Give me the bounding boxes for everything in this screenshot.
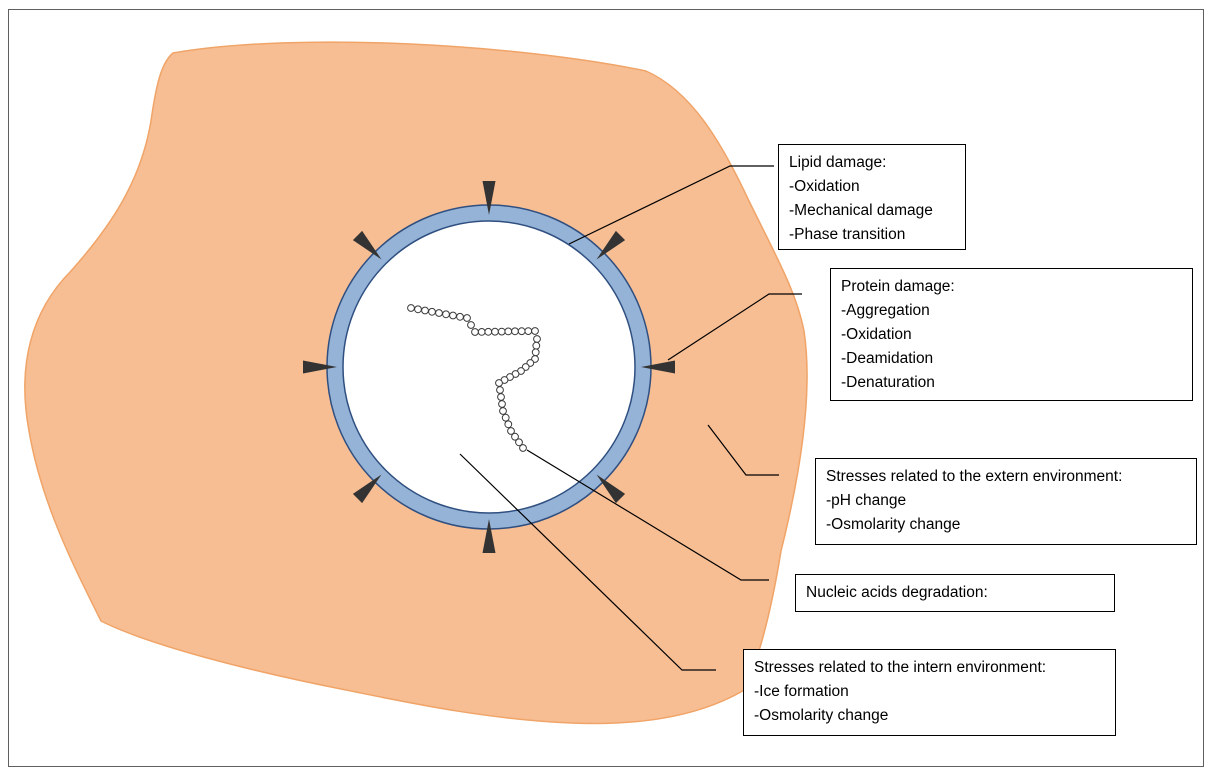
extern-stress-item: -Osmolarity change: [826, 513, 1186, 537]
nucleotide-bead: [464, 315, 471, 322]
nucleic-acid-box: Nucleic acids degradation:: [795, 574, 1115, 612]
nucleotide-bead: [525, 328, 532, 335]
nucleotide-bead: [532, 349, 539, 356]
nucleotide-bead: [497, 387, 504, 394]
nucleotide-bead: [415, 306, 422, 313]
nucleotide-bead: [512, 328, 519, 335]
nucleotide-bead: [496, 380, 503, 387]
nucleotide-bead: [478, 329, 485, 336]
lipid-damage-item: -Mechanical damage: [789, 199, 955, 223]
nucleotide-bead: [450, 312, 457, 319]
nucleotide-bead: [468, 322, 475, 329]
protein-damage-item: -Deamidation: [841, 347, 1182, 371]
intern-stress-item: -Osmolarity change: [754, 704, 1105, 728]
nucleic-acid-heading: Nucleic acids degradation:: [806, 581, 1104, 605]
nucleotide-bead: [533, 342, 540, 349]
nucleotide-bead: [443, 311, 450, 318]
nucleotide-bead: [492, 328, 499, 335]
nucleotide-bead: [532, 328, 539, 335]
nucleotide-bead: [498, 394, 505, 401]
extern-stress-heading: Stresses related to the extern environme…: [826, 465, 1186, 489]
vesicle-interior: [343, 221, 635, 513]
lipid-damage-item: -Oxidation: [789, 175, 955, 199]
nucleotide-bead: [505, 328, 512, 335]
nucleotide-bead: [505, 421, 512, 428]
protein-damage-item: -Denaturation: [841, 371, 1182, 395]
intern-stress-box: Stresses related to the intern environme…: [743, 649, 1116, 736]
nucleotide-bead: [502, 414, 509, 421]
nucleotide-bead: [436, 310, 443, 317]
nucleotide-bead: [534, 336, 541, 343]
nucleotide-bead: [498, 328, 505, 335]
lipid-damage-heading: Lipid damage:: [789, 151, 955, 175]
nucleotide-bead: [472, 329, 479, 336]
nucleotide-bead: [520, 445, 527, 452]
nucleotide-bead: [408, 305, 415, 312]
nucleotide-bead: [500, 408, 507, 415]
lipid-damage-item: -Phase transition: [789, 223, 955, 247]
nucleotide-bead: [457, 313, 464, 320]
lipid-damage-box: Lipid damage: -Oxidation -Mechanical dam…: [778, 144, 966, 250]
protein-damage-box: Protein damage: -Aggregation -Oxidation …: [830, 268, 1193, 401]
extern-stress-item: -pH change: [826, 489, 1186, 513]
nucleotide-bead: [499, 401, 506, 408]
nucleotide-bead: [422, 307, 429, 314]
extern-stress-box: Stresses related to the extern environme…: [815, 458, 1197, 545]
protein-damage-item: -Aggregation: [841, 299, 1182, 323]
intern-stress-heading: Stresses related to the intern environme…: [754, 656, 1105, 680]
protein-damage-item: -Oxidation: [841, 323, 1182, 347]
nucleotide-bead: [485, 328, 492, 335]
intern-stress-item: -Ice formation: [754, 680, 1105, 704]
protein-damage-heading: Protein damage:: [841, 275, 1182, 299]
nucleotide-bead: [518, 328, 525, 335]
nucleotide-bead: [429, 308, 436, 315]
